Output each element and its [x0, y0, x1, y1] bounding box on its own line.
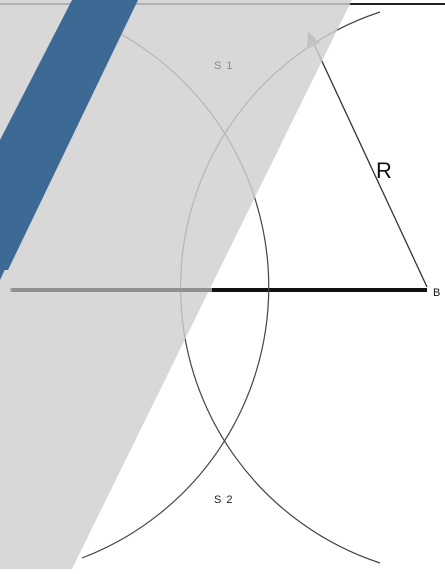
intersection-label-s2: S 2 [214, 494, 234, 506]
radius-line [312, 41, 428, 288]
ruler-overlay [0, 0, 352, 569]
point-label-b: B [433, 287, 440, 299]
radius-label: R [376, 158, 392, 183]
ruler-stripe [0, 0, 138, 270]
intersection-label-s1: S 1 [214, 60, 234, 72]
ruler-stripe-lower [0, 246, 16, 280]
